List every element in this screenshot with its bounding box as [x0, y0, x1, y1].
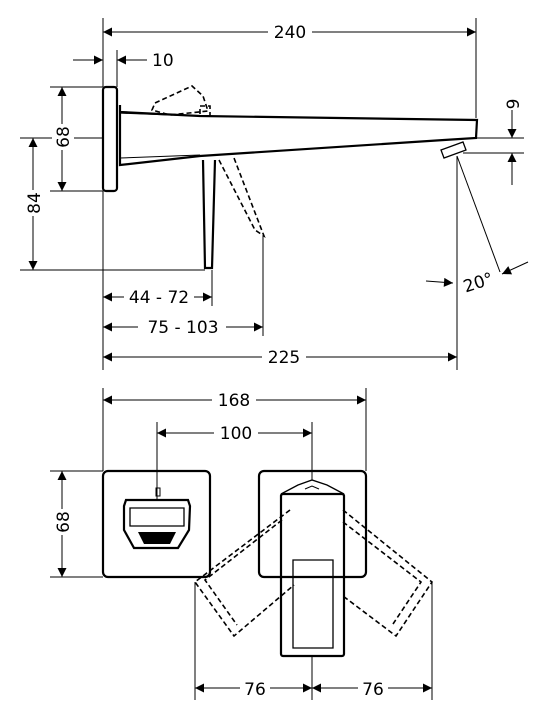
- dim-label-plate-height-front: 68: [54, 511, 74, 533]
- dim-label-plate-span: 168: [218, 391, 250, 411]
- dim-label-spout-height: 9: [504, 99, 524, 110]
- lever-down: [201, 159, 217, 270]
- dim-label-angle: 20°: [461, 269, 496, 297]
- lever-handle: [279, 492, 346, 658]
- spout-body: [118, 105, 479, 167]
- front-view: 168 100 68 76 76: [50, 388, 434, 700]
- lever-right-dashed: [342, 509, 434, 638]
- dim-label-lever-reach-2: 75 - 103: [147, 318, 218, 338]
- dim-label-overall-height: 84: [25, 192, 45, 214]
- lever-tilted-dashed: [218, 157, 266, 239]
- spout-aerator: [440, 141, 467, 159]
- dim-label-plate-thickness: 10: [152, 51, 174, 71]
- dim-label-plate-height-side: 68: [54, 126, 74, 148]
- side-view: 240 10 68 84 9 20° 44 - 72 75 - 103 225: [20, 18, 529, 370]
- lever-top-dashed: [150, 85, 210, 116]
- lever-left-dashed: [193, 509, 295, 638]
- lever-plate: [257, 469, 368, 579]
- dim-label-lever-reach-1: 44 - 72: [129, 288, 189, 308]
- dim-label-centers: 100: [220, 424, 252, 444]
- spout-outlet: [122, 498, 192, 550]
- dim-label-lever-left: 76: [244, 680, 266, 700]
- wall-plate-outline: [101, 85, 119, 193]
- dim-label-total-length: 240: [274, 23, 306, 43]
- dim-label-spout-projection: 225: [268, 348, 300, 368]
- dim-label-lever-right: 76: [362, 680, 384, 700]
